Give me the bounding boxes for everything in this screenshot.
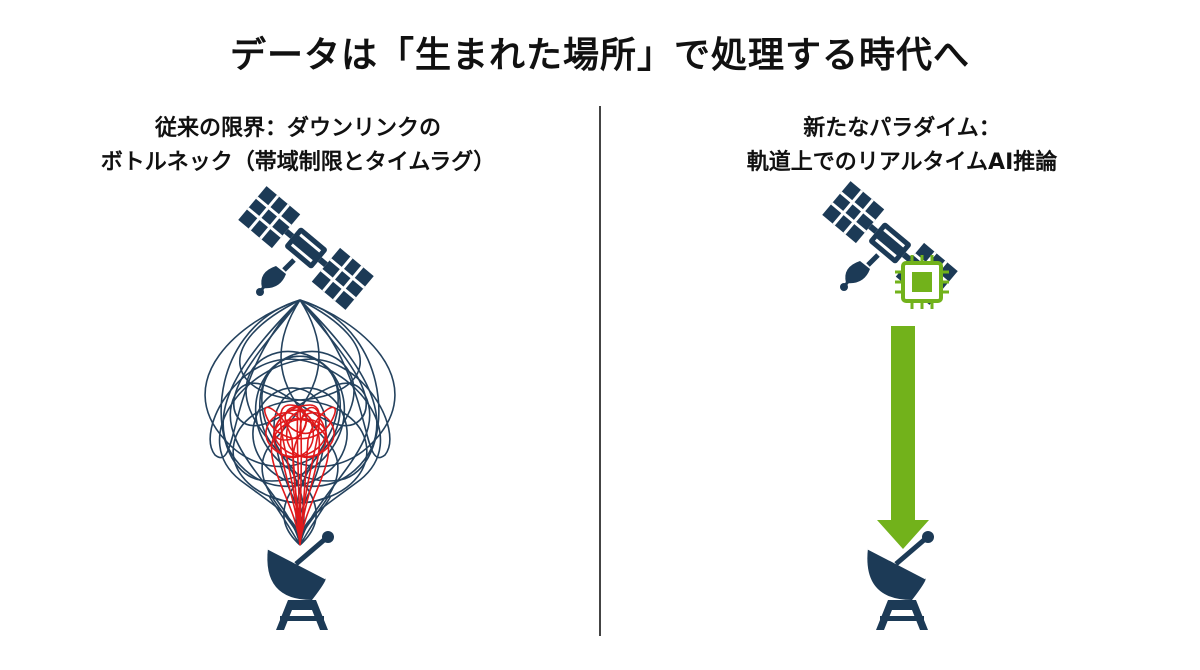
- ai-chip-icon: [895, 255, 949, 309]
- left-heading-line-1: 従来の限界：ダウンリンクの: [154, 116, 441, 141]
- right-panel-heading: 新たなパラダイム： 軌道上でのリアルタイムAI推論: [622, 112, 1182, 180]
- right-heading-line-1: 新たなパラダイム：: [803, 116, 1001, 141]
- center-divider: [599, 106, 601, 636]
- left-ground-antenna-icon: [267, 531, 334, 630]
- downlink-arrow-icon: [877, 326, 929, 549]
- page-title: データは「生まれた場所」で処理する時代へ: [229, 35, 970, 76]
- left-heading-line-2: ボトルネック（帯域制限とタイムラグ）: [100, 150, 496, 175]
- congested-red-signal: [264, 404, 336, 546]
- left-satellite-icon: [238, 186, 374, 310]
- right-heading-line-2: 軌道上でのリアルタイムAI推論: [746, 150, 1058, 175]
- left-panel-heading: 従来の限界：ダウンリンクの ボトルネック（帯域制限とタイムラグ）: [18, 112, 578, 180]
